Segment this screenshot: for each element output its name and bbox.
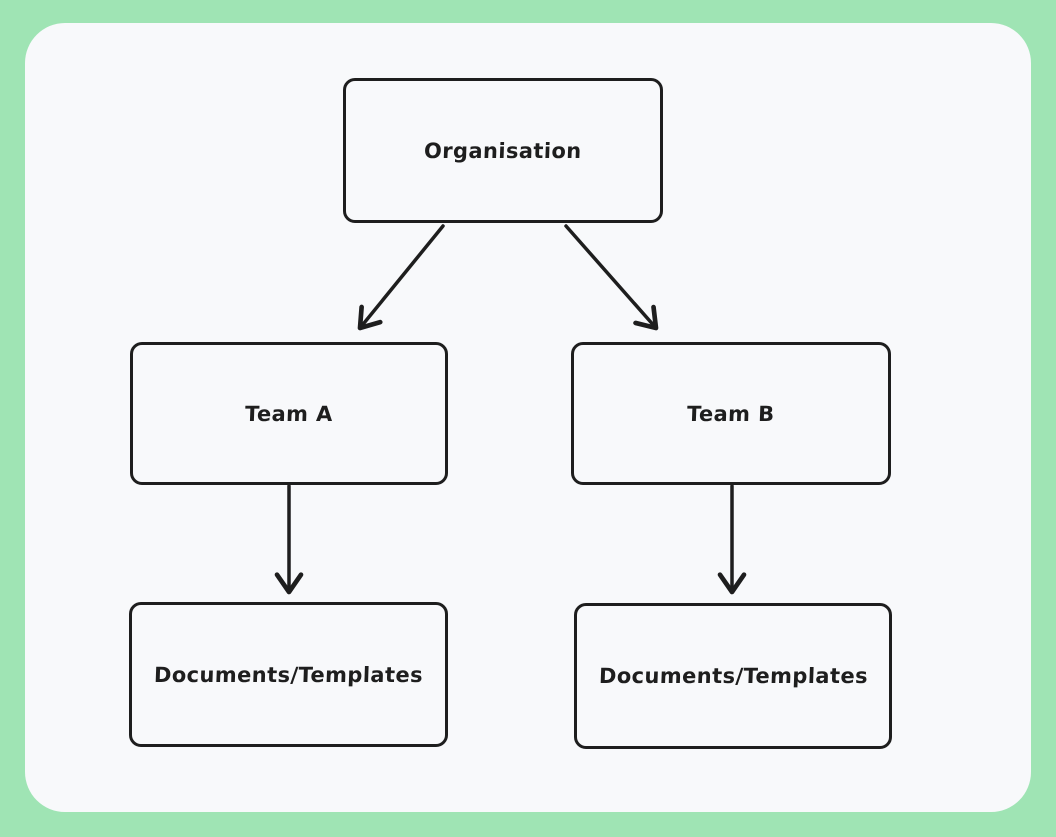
node-team-b[interactable]: Team B — [571, 342, 891, 485]
node-team-a[interactable]: Team A — [130, 342, 448, 485]
node-organisation[interactable]: Organisation — [343, 78, 663, 223]
node-team-a-label: Team A — [244, 401, 334, 426]
node-documents-templates-b-label: Documents/Templates — [598, 664, 868, 688]
edge-organisation-team-a[interactable] — [357, 224, 445, 331]
node-documents-templates-a[interactable]: Documents/Templates — [129, 602, 448, 747]
node-team-b-label: Team B — [686, 401, 776, 426]
diagram-canvas — [25, 23, 1031, 812]
node-documents-templates-b[interactable]: Documents/Templates — [574, 603, 892, 749]
node-organisation-label: Organisation — [423, 138, 583, 163]
edge-organisation-team-b[interactable] — [564, 224, 659, 331]
node-documents-templates-a-label: Documents/Templates — [153, 662, 424, 687]
